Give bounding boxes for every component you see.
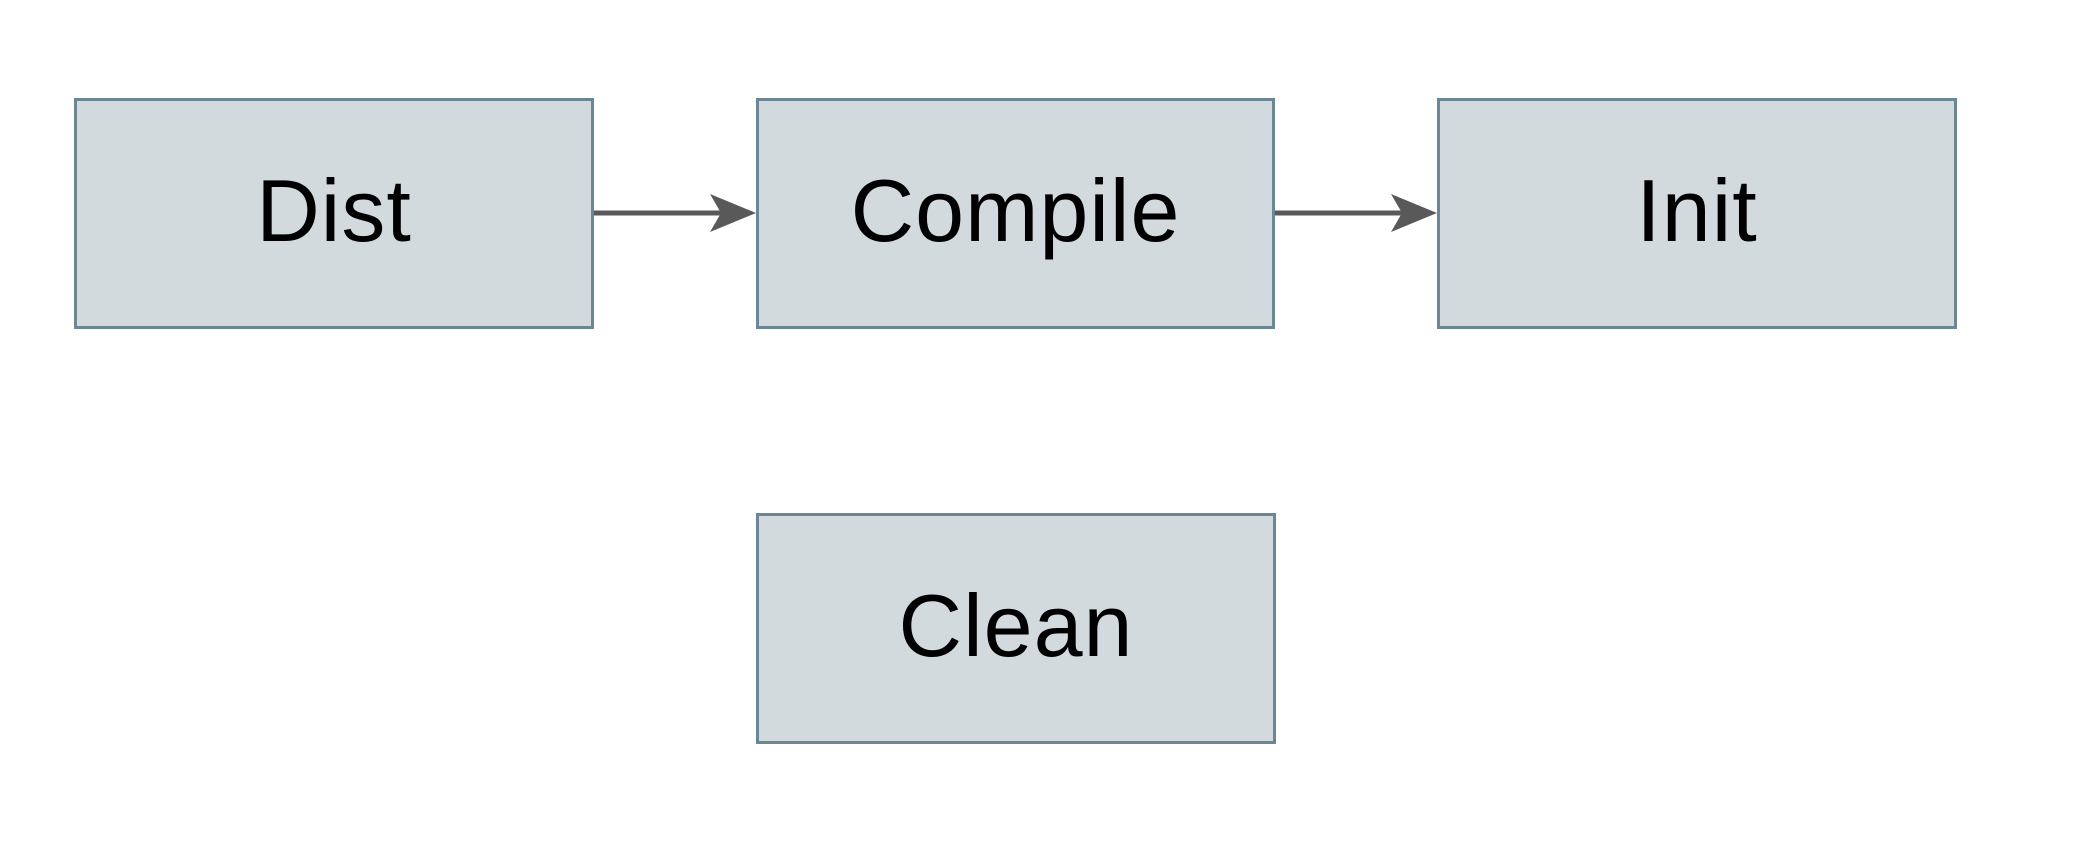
arrow-compile-to-init [1275,194,1437,232]
arrow-dist-to-compile [594,194,756,232]
node-compile-label: Compile [850,160,1181,260]
arrowhead-icon [710,194,756,232]
node-dist: Dist [74,98,594,329]
node-dist-label: Dist [256,160,412,260]
node-init: Init [1437,98,1957,329]
node-init-label: Init [1636,160,1758,260]
arrowhead-icon [1391,194,1437,232]
node-compile: Compile [756,98,1275,329]
node-clean: Clean [756,513,1276,744]
node-clean-label: Clean [898,575,1134,675]
